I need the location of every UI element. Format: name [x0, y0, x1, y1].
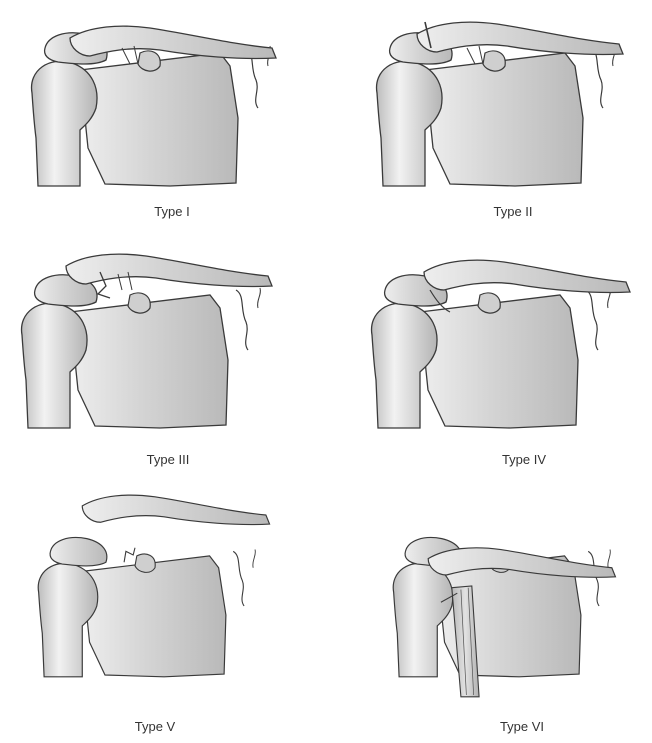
type-2-label: Type II [363, 204, 652, 219]
type-4-illustration [350, 250, 650, 450]
type-6-label: Type VI [372, 719, 652, 734]
type-2-illustration [355, 8, 652, 208]
panel-type-1: Type I [10, 8, 310, 228]
panel-type-2: Type II [355, 8, 652, 228]
type-6-illustration [360, 495, 652, 695]
type-3-illustration [0, 250, 300, 450]
panel-type-6: Type VI [360, 495, 652, 715]
panel-type-5: Type V [5, 495, 305, 715]
type-4-label: Type IV [374, 452, 652, 467]
type-5-label: Type V [5, 719, 305, 734]
panel-type-3: Type III [0, 250, 300, 470]
type-5-illustration [5, 495, 305, 695]
type-3-label: Type III [18, 452, 318, 467]
panel-type-4: Type IV [350, 250, 650, 470]
type-1-label: Type I [22, 204, 322, 219]
type-1-illustration [10, 8, 310, 208]
